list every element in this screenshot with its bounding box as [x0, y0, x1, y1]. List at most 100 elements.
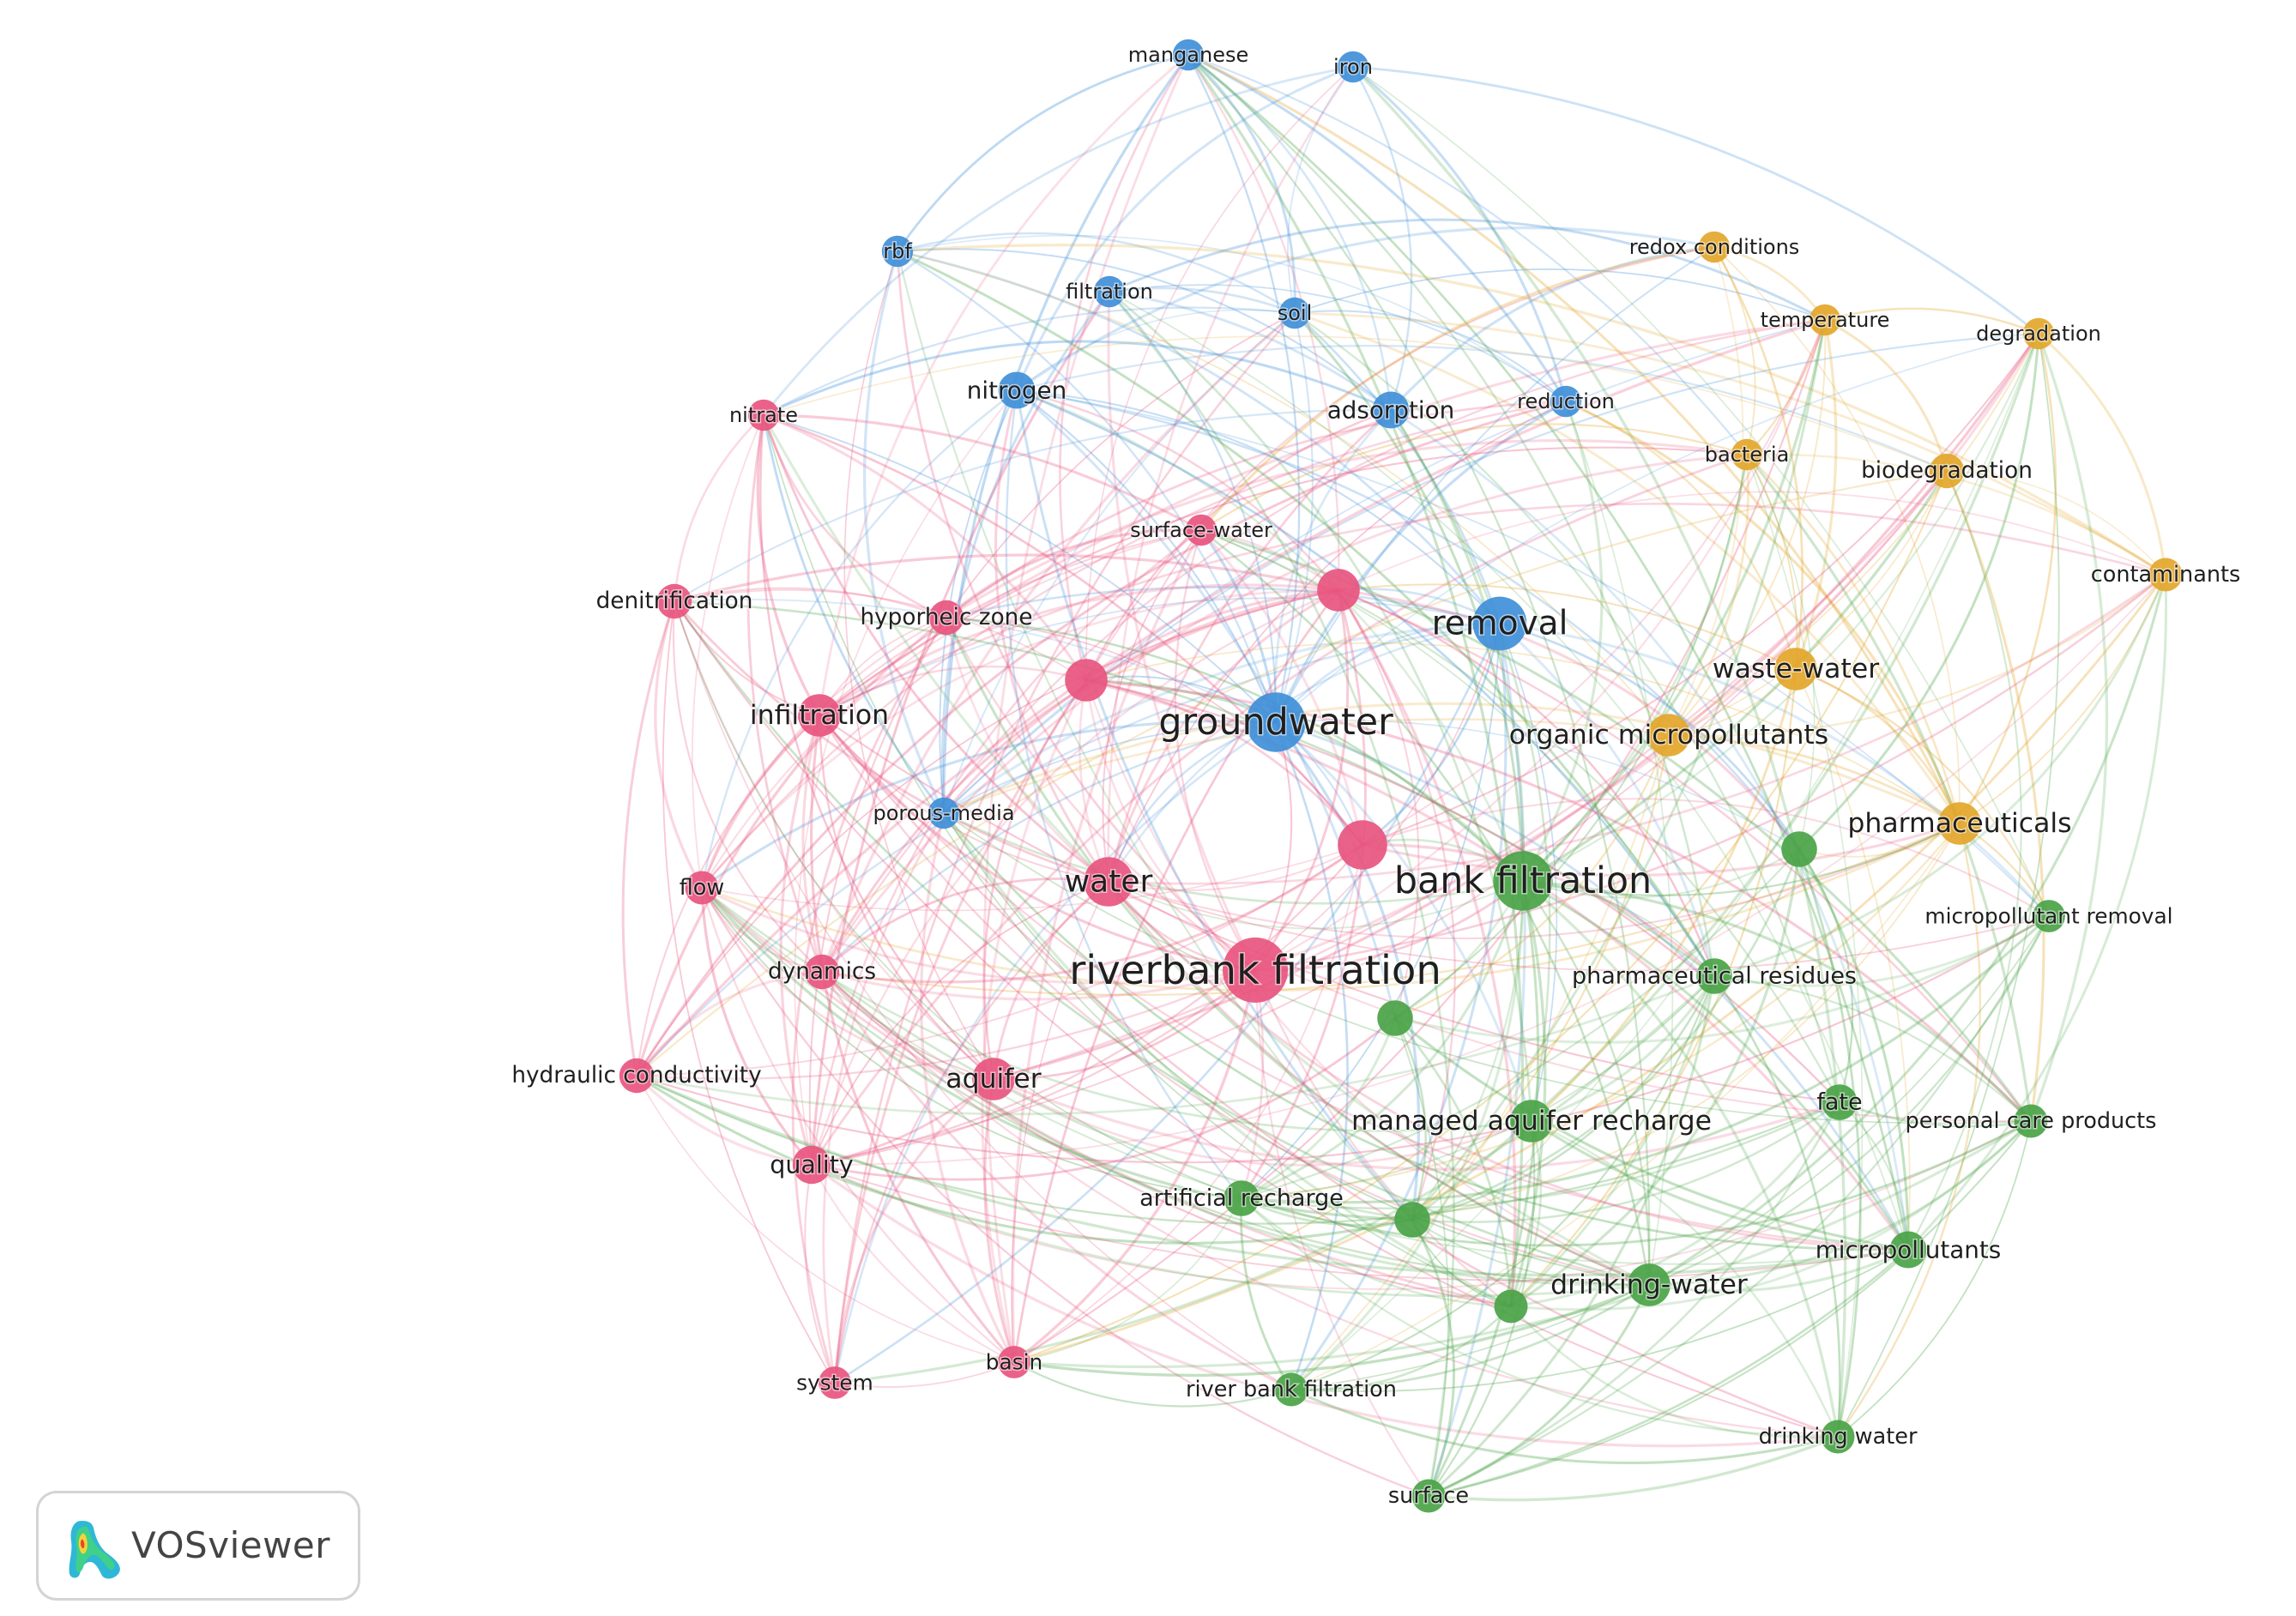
- node-system[interactable]: [819, 1366, 851, 1399]
- node-bank-filtration[interactable]: [1493, 851, 1553, 911]
- node-surface[interactable]: [1411, 1479, 1446, 1513]
- node-contaminants[interactable]: [2148, 558, 2183, 592]
- node-denitrification[interactable]: [656, 583, 692, 619]
- node-c2-node-c[interactable]: [1394, 1202, 1430, 1238]
- node-c2-node-a[interactable]: [1781, 831, 1817, 867]
- node-label-bank-filtration[interactable]: bank filtration: [1393, 859, 1653, 904]
- node-label-pharmaceuticals[interactable]: pharmaceuticals: [1846, 807, 2073, 841]
- node-infiltration[interactable]: [798, 694, 841, 737]
- node-iron[interactable]: [1337, 51, 1369, 83]
- node-artificial-recharge[interactable]: [1224, 1180, 1260, 1216]
- node-label-soil[interactable]: soil: [1276, 300, 1314, 327]
- node-redox-conditions[interactable]: [1698, 231, 1731, 263]
- node-label-drinking-water[interactable]: drinking water: [1757, 1423, 1918, 1451]
- node-label-micropollutants[interactable]: micropollutants: [1814, 1234, 2003, 1265]
- node-basin[interactable]: [998, 1346, 1030, 1378]
- node-quality[interactable]: [792, 1145, 831, 1185]
- node-label-temperature[interactable]: temperature: [1759, 307, 1891, 334]
- node-aquifer[interactable]: [972, 1058, 1015, 1100]
- node-groundwater[interactable]: [1246, 692, 1306, 752]
- node-drinking-water[interactable]: [1821, 1420, 1855, 1454]
- node-label-nitrate[interactable]: nitrate: [728, 402, 799, 429]
- node-label-river-bank-filtration[interactable]: river bank filtration: [1185, 1376, 1399, 1404]
- node-temperature[interactable]: [1809, 304, 1841, 336]
- node-label-organic-micropollutants[interactable]: organic micropollutants: [1508, 719, 1829, 752]
- node-label-quality[interactable]: quality: [769, 1149, 855, 1180]
- node-nitrogen[interactable]: [998, 371, 1036, 409]
- node-label-managed-aquifer-recharge[interactable]: managed aquifer recharge: [1350, 1105, 1713, 1138]
- node-label-bacteria[interactable]: bacteria: [1703, 442, 1791, 468]
- node-degradation[interactable]: [2022, 317, 2055, 350]
- node-river-bank-filtration[interactable]: [1274, 1372, 1308, 1407]
- node-label-personal-care-products[interactable]: personal care products: [1904, 1107, 2158, 1136]
- node-label-surface[interactable]: surface: [1387, 1482, 1470, 1510]
- node-personal-care-products[interactable]: [2014, 1104, 2048, 1138]
- node-label-porous-media[interactable]: porous-media: [872, 800, 1016, 827]
- node-label-artificial-recharge[interactable]: artificial recharge: [1139, 1184, 1345, 1213]
- node-c1-node-a[interactable]: [1317, 569, 1360, 612]
- node-label-pharmaceutical-residues[interactable]: pharmaceutical residues: [1570, 962, 1858, 991]
- node-surface-water[interactable]: [1185, 514, 1217, 546]
- node-label-water[interactable]: water: [1063, 863, 1154, 901]
- node-label-system[interactable]: system: [795, 1369, 875, 1396]
- node-pharmaceutical-residues[interactable]: [1696, 958, 1732, 994]
- node-reduction[interactable]: [1550, 385, 1582, 418]
- node-porous-media[interactable]: [927, 797, 960, 829]
- node-managed-aquifer-recharge[interactable]: [1510, 1100, 1553, 1143]
- node-biodegradation[interactable]: [1929, 453, 1965, 489]
- node-pharmaceuticals[interactable]: [1938, 802, 1981, 845]
- node-label-basin[interactable]: basin: [984, 1348, 1043, 1376]
- node-dynamics[interactable]: [804, 954, 840, 990]
- node-label-riverbank-filtration[interactable]: riverbank filtration: [1068, 946, 1443, 995]
- node-label-nitrogen[interactable]: nitrogen: [965, 375, 1067, 406]
- node-micropollutants[interactable]: [1889, 1231, 1927, 1269]
- node-c1-node-c[interactable]: [1338, 820, 1387, 870]
- node-rbf[interactable]: [881, 235, 914, 268]
- node-c2-node-d[interactable]: [1494, 1289, 1528, 1324]
- node-organic-micropollutants[interactable]: [1647, 714, 1690, 757]
- node-label-groundwater[interactable]: groundwater: [1157, 700, 1395, 745]
- node-fate[interactable]: [1822, 1084, 1858, 1120]
- node-waste-water[interactable]: [1774, 648, 1817, 690]
- node-label-aquifer[interactable]: aquifer: [945, 1063, 1042, 1096]
- node-drinking-water-hyphen[interactable]: [1628, 1263, 1671, 1306]
- node-label-drinking-water-hyphen[interactable]: drinking-water: [1550, 1269, 1749, 1302]
- node-label-biodegradation[interactable]: biodegradation: [1860, 457, 2034, 485]
- node-label-hyporheic-zone[interactable]: hyporheic zone: [859, 604, 1034, 632]
- node-label-reduction[interactable]: reduction: [1516, 389, 1616, 415]
- node-label-contaminants[interactable]: contaminants: [2089, 561, 2242, 589]
- node-label-redox-conditions[interactable]: redox conditions: [1628, 234, 1801, 261]
- node-nitrate[interactable]: [747, 399, 780, 431]
- node-flow[interactable]: [685, 871, 719, 905]
- node-label-waste-water[interactable]: waste-water: [1711, 653, 1880, 686]
- node-label-dynamics[interactable]: dynamics: [766, 958, 877, 986]
- node-soil[interactable]: [1278, 297, 1311, 329]
- node-manganese[interactable]: [1172, 39, 1205, 71]
- node-label-denitrification[interactable]: denitrification: [595, 588, 754, 616]
- node-hyporheic-zone[interactable]: [928, 600, 964, 636]
- node-label-rbf[interactable]: rbf: [882, 238, 914, 265]
- node-label-hydraulic-conductivity[interactable]: hydraulic conductivity: [511, 1062, 763, 1090]
- node-water[interactable]: [1084, 857, 1133, 907]
- node-label-iron[interactable]: iron: [1332, 54, 1375, 81]
- node-label-manganese[interactable]: manganese: [1127, 42, 1249, 69]
- node-filtration[interactable]: [1093, 275, 1126, 308]
- node-label-flow[interactable]: flow: [678, 874, 726, 902]
- node-adsorption[interactable]: [1372, 391, 1410, 429]
- node-micropollutant-removal[interactable]: [2033, 900, 2065, 932]
- node-label-degradation[interactable]: degradation: [1975, 321, 2103, 347]
- node-c2-node-b[interactable]: [1377, 1000, 1413, 1036]
- node-label-adsorption[interactable]: adsorption: [1326, 395, 1456, 425]
- node-riverbank-filtration[interactable]: [1223, 938, 1288, 1003]
- node-label-filtration[interactable]: filtration: [1065, 279, 1155, 305]
- node-label-surface-water[interactable]: surface-water: [1129, 517, 1274, 544]
- node-label-micropollutant-removal[interactable]: micropollutant removal: [1924, 902, 2174, 930]
- node-label-removal[interactable]: removal: [1430, 603, 1569, 644]
- node-label-fate[interactable]: fate: [1816, 1088, 1864, 1117]
- node-removal[interactable]: [1472, 596, 1527, 651]
- node-hydraulic-conductivity[interactable]: [619, 1058, 655, 1094]
- node-bacteria[interactable]: [1731, 438, 1763, 471]
- node-c1-node-b[interactable]: [1065, 659, 1108, 702]
